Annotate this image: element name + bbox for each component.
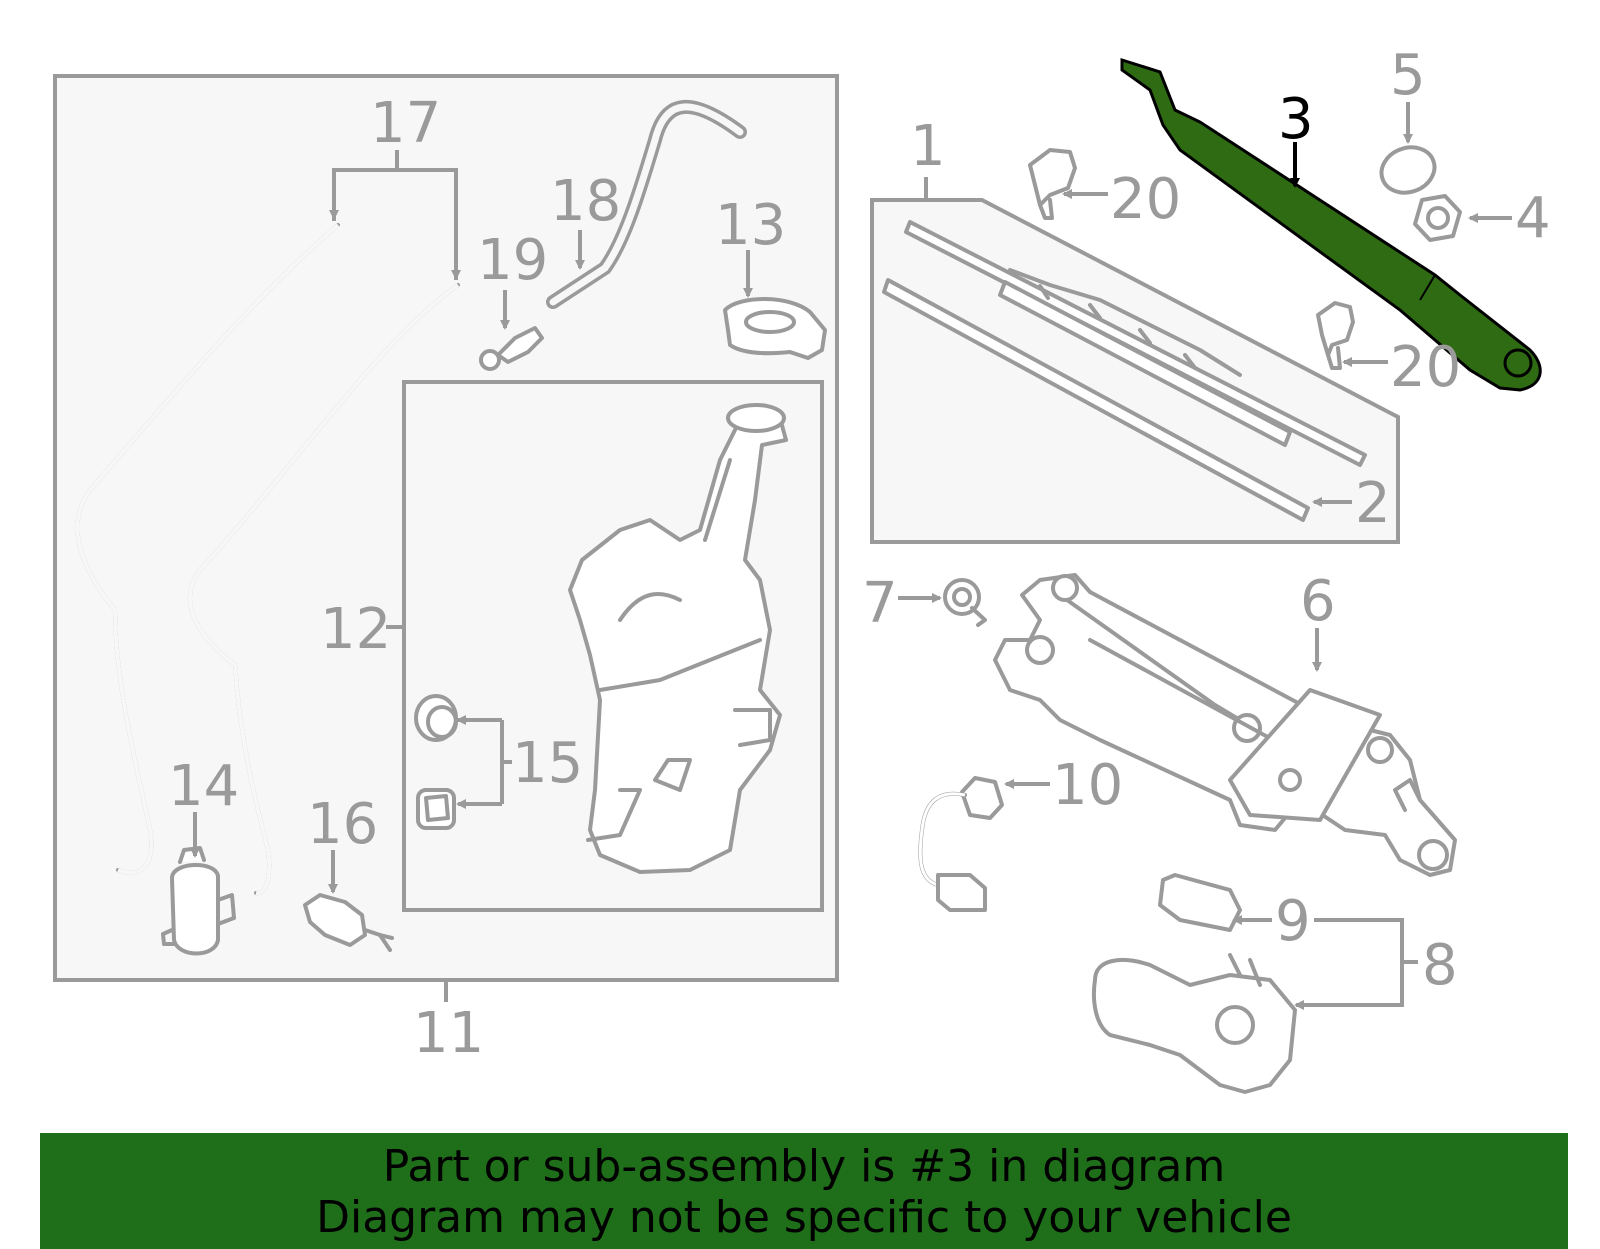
callout-15: 15 <box>512 731 583 796</box>
washer-nozzle-20b <box>1316 301 1355 370</box>
wiper-blade-1 <box>904 220 1367 467</box>
callout-4: 4 <box>1515 186 1551 251</box>
wiper-linkage-6 <box>993 573 1457 877</box>
reservoir-12 <box>568 403 788 874</box>
banner-line-1: Part or sub-assembly is #3 in diagram <box>382 1141 1226 1192</box>
callout-13: 13 <box>715 193 786 258</box>
nut-4 <box>1413 194 1462 242</box>
callout-12: 12 <box>320 597 391 662</box>
callout-11: 11 <box>413 1001 484 1066</box>
callout-9: 9 <box>1275 889 1311 954</box>
callout-14: 14 <box>168 754 239 819</box>
level-sensor-16 <box>303 893 394 952</box>
callout-5: 5 <box>1390 43 1426 108</box>
callout-19: 19 <box>477 228 548 293</box>
callout-10: 10 <box>1052 753 1123 818</box>
cap-13 <box>723 297 827 360</box>
callout-20a: 20 <box>1110 167 1181 232</box>
callout-8: 8 <box>1422 933 1458 998</box>
callout-17: 17 <box>370 91 441 156</box>
clip-19 <box>479 326 544 371</box>
washer-hose-18 <box>546 100 747 309</box>
callout-1: 1 <box>910 114 946 179</box>
callout-6: 6 <box>1300 569 1336 634</box>
motor-cover-9 <box>1158 873 1242 932</box>
blade-refill-2 <box>882 278 1310 522</box>
callout-2: 2 <box>1355 471 1391 536</box>
wiper-harness-10 <box>918 776 1004 912</box>
washer-hose-17 <box>75 223 460 896</box>
wiper-arm-3-highlighted <box>1120 57 1542 392</box>
callout-18: 18 <box>550 169 621 234</box>
callout-7: 7 <box>862 571 898 636</box>
callout-20b: 20 <box>1390 335 1461 400</box>
washer-pump-14 <box>161 846 236 956</box>
banner-line-2: Diagram may not be specific to your vehi… <box>316 1192 1292 1243</box>
bolt-7 <box>943 578 987 627</box>
washer-nozzle-20a <box>1028 148 1077 220</box>
wiper-motor-8 <box>1091 953 1297 1094</box>
cap-ring-5 <box>1379 145 1437 195</box>
callout-16: 16 <box>307 792 378 857</box>
grommet-15 <box>414 694 458 830</box>
info-banner: Part or sub-assembly is #3 in diagram Di… <box>40 1133 1568 1249</box>
callout-3: 3 <box>1278 87 1314 152</box>
